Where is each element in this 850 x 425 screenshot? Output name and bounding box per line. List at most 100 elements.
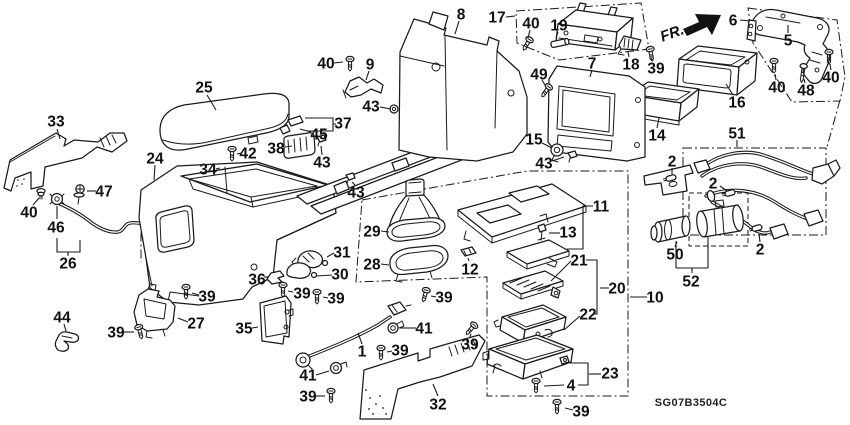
leader-line-40 bbox=[527, 29, 531, 39]
leader-line-22 bbox=[563, 315, 581, 331]
part-label-19: 19 bbox=[550, 18, 568, 35]
part-label-28: 28 bbox=[363, 257, 381, 274]
part-36-clip bbox=[266, 270, 285, 285]
leader-line-6 bbox=[739, 19, 751, 22]
part-label-44: 44 bbox=[53, 310, 71, 327]
part-label-35: 35 bbox=[235, 321, 253, 338]
bracket-26 bbox=[56, 238, 81, 256]
part-label-48: 48 bbox=[797, 83, 815, 100]
part-1-wire bbox=[295, 301, 412, 370]
part-45-clip bbox=[279, 115, 304, 135]
leader-line-39 bbox=[564, 407, 574, 411]
bracket-20 bbox=[586, 259, 598, 315]
part-17-clock-unit bbox=[555, 2, 634, 51]
leader-line-12 bbox=[467, 257, 470, 262]
leader-line-43 bbox=[351, 181, 356, 186]
part-40-screw bbox=[345, 55, 355, 72]
leader-line-2 bbox=[758, 233, 761, 243]
label-brackets bbox=[56, 117, 709, 386]
part-label-40: 40 bbox=[768, 80, 785, 97]
part-label-8: 8 bbox=[457, 7, 466, 24]
part-label-7: 7 bbox=[588, 56, 597, 73]
part-label-21: 21 bbox=[570, 253, 588, 270]
part-39-screw bbox=[278, 281, 288, 298]
leader-line-25 bbox=[206, 94, 217, 111]
leader-line-11 bbox=[567, 205, 593, 250]
part-label-40: 40 bbox=[522, 16, 539, 33]
leader-line-39 bbox=[386, 350, 393, 353]
bracket-23 bbox=[570, 362, 589, 386]
part-label-14: 14 bbox=[648, 128, 666, 145]
part-label-46: 46 bbox=[47, 220, 65, 237]
leader-line-35 bbox=[251, 326, 259, 329]
leader-line-39 bbox=[650, 57, 654, 62]
leader-line-30 bbox=[315, 274, 333, 277]
part-52-lighter-socket bbox=[696, 199, 744, 238]
part-35-side-panel bbox=[259, 295, 294, 345]
part-21-ashtray-lid bbox=[502, 270, 564, 300]
leader-line-33 bbox=[56, 128, 61, 140]
part-39-screw bbox=[376, 344, 386, 361]
part-label-43: 43 bbox=[362, 99, 380, 116]
bracket-37 bbox=[305, 117, 336, 132]
box-24-line bbox=[140, 182, 154, 262]
part-label-5: 5 bbox=[784, 33, 793, 50]
part-label-50: 50 bbox=[666, 247, 683, 264]
part-label-39: 39 bbox=[647, 61, 665, 78]
part-12-clip bbox=[460, 246, 477, 257]
leader-line-9 bbox=[365, 70, 370, 81]
part-41-clamp bbox=[387, 320, 405, 334]
part-label-36: 36 bbox=[248, 272, 266, 289]
part-43-clip bbox=[567, 150, 578, 163]
part-7-radio-bracket bbox=[547, 65, 646, 163]
part-label-9: 9 bbox=[366, 57, 375, 74]
part-33-bracket-plate bbox=[3, 132, 128, 192]
leader-line-4 bbox=[543, 384, 565, 387]
part-24-console-body bbox=[138, 161, 337, 306]
part-label-43: 43 bbox=[347, 185, 365, 202]
leader-line-39 bbox=[430, 295, 437, 298]
part-50-lighter-knob bbox=[650, 215, 691, 243]
part-label-25: 25 bbox=[195, 80, 213, 97]
part-label-2: 2 bbox=[756, 242, 765, 259]
part-30-bracket bbox=[286, 262, 318, 279]
part-label-39: 39 bbox=[107, 325, 125, 342]
leader-line-44 bbox=[63, 323, 67, 332]
part-label-39: 39 bbox=[327, 291, 345, 308]
part-label-40: 40 bbox=[317, 56, 334, 73]
leader-line-17 bbox=[505, 15, 516, 18]
part-label-32: 32 bbox=[429, 397, 446, 414]
part-label-39: 39 bbox=[572, 404, 590, 421]
part-label-39: 39 bbox=[299, 389, 317, 406]
part-25-armrest-lid bbox=[159, 92, 290, 151]
box-10 bbox=[355, 170, 629, 397]
part-label-17: 17 bbox=[488, 10, 505, 27]
part-label-4: 4 bbox=[567, 378, 576, 395]
part-label-27: 27 bbox=[187, 316, 204, 333]
leader-line-45 bbox=[299, 128, 312, 133]
leader-line-43 bbox=[379, 106, 392, 110]
leader-line-16 bbox=[725, 83, 734, 96]
part-label-43: 43 bbox=[535, 156, 553, 173]
part-label-33: 33 bbox=[47, 114, 65, 131]
part-32-carpet bbox=[359, 334, 486, 420]
leader-line-8 bbox=[454, 20, 460, 35]
leader-line-48 bbox=[803, 78, 806, 84]
leader-line-40 bbox=[333, 61, 344, 64]
part-9-bracket bbox=[342, 76, 384, 99]
leader-line-41 bbox=[315, 370, 330, 376]
part-47-screw bbox=[73, 184, 85, 205]
leader-line-39 bbox=[322, 296, 329, 299]
part-label-34: 34 bbox=[199, 162, 217, 179]
part-11-console-panel bbox=[457, 183, 587, 244]
leader-line-27 bbox=[177, 317, 189, 323]
box-17 bbox=[515, 2, 650, 61]
leader-line-21 bbox=[550, 260, 572, 282]
part-label-29: 29 bbox=[363, 224, 381, 241]
leader-line-39 bbox=[469, 333, 472, 338]
leader-line-14 bbox=[656, 117, 660, 129]
part-29-shift-boot bbox=[386, 178, 446, 242]
part-label-49: 49 bbox=[530, 67, 548, 84]
